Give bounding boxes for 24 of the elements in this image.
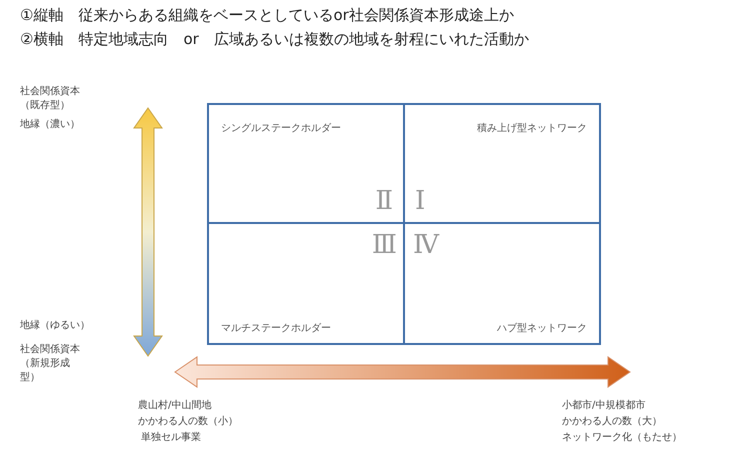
axis-end-label: 社会関係資本（新規形成型） (20, 342, 81, 384)
axis-end-label: 地縁（ゆるい） (20, 318, 90, 332)
axis-description: ①縦軸 従来からある組織をベースとしているor社会関係資本形成途上か (20, 6, 514, 25)
axis-end-label: 小都市/中規模都市 (562, 398, 646, 412)
axis-end-label: 単独セル事業 (141, 430, 201, 444)
quadrant-label: シングルステークホルダー (221, 122, 341, 135)
roman-numeral: Ⅳ (413, 230, 439, 260)
quadrant-box (403, 222, 601, 345)
axis-end-label: 地縁（濃い） (20, 118, 80, 131)
quadrant-box (207, 103, 405, 224)
quadrant-label: マルチステークホルダー (221, 322, 331, 335)
quadrant-label: ハブ型ネットワーク (497, 322, 587, 335)
axis-end-label: かかわる人の数（小） (138, 414, 238, 428)
axis-end-label: かかわる人の数（大） (562, 414, 662, 428)
axis-end-label: 農山村/中山間地 (138, 398, 212, 412)
quadrant-box (403, 103, 601, 224)
axis-end-label: ネットワーク化（もたせ） (562, 431, 682, 444)
axis-end-label: 社会関係資本（既存型） (20, 84, 81, 112)
axis-description: ②横軸 特定地域志向 or 広域あるいは複数の地域を射程にいれた活動か (20, 30, 529, 49)
quadrant-label: 積み上げ型ネットワーク (477, 122, 587, 135)
roman-numeral: Ⅲ (372, 230, 397, 260)
roman-numeral: Ⅱ (375, 186, 393, 216)
quadrant-box (207, 222, 405, 345)
roman-numeral: Ⅰ (415, 186, 426, 216)
